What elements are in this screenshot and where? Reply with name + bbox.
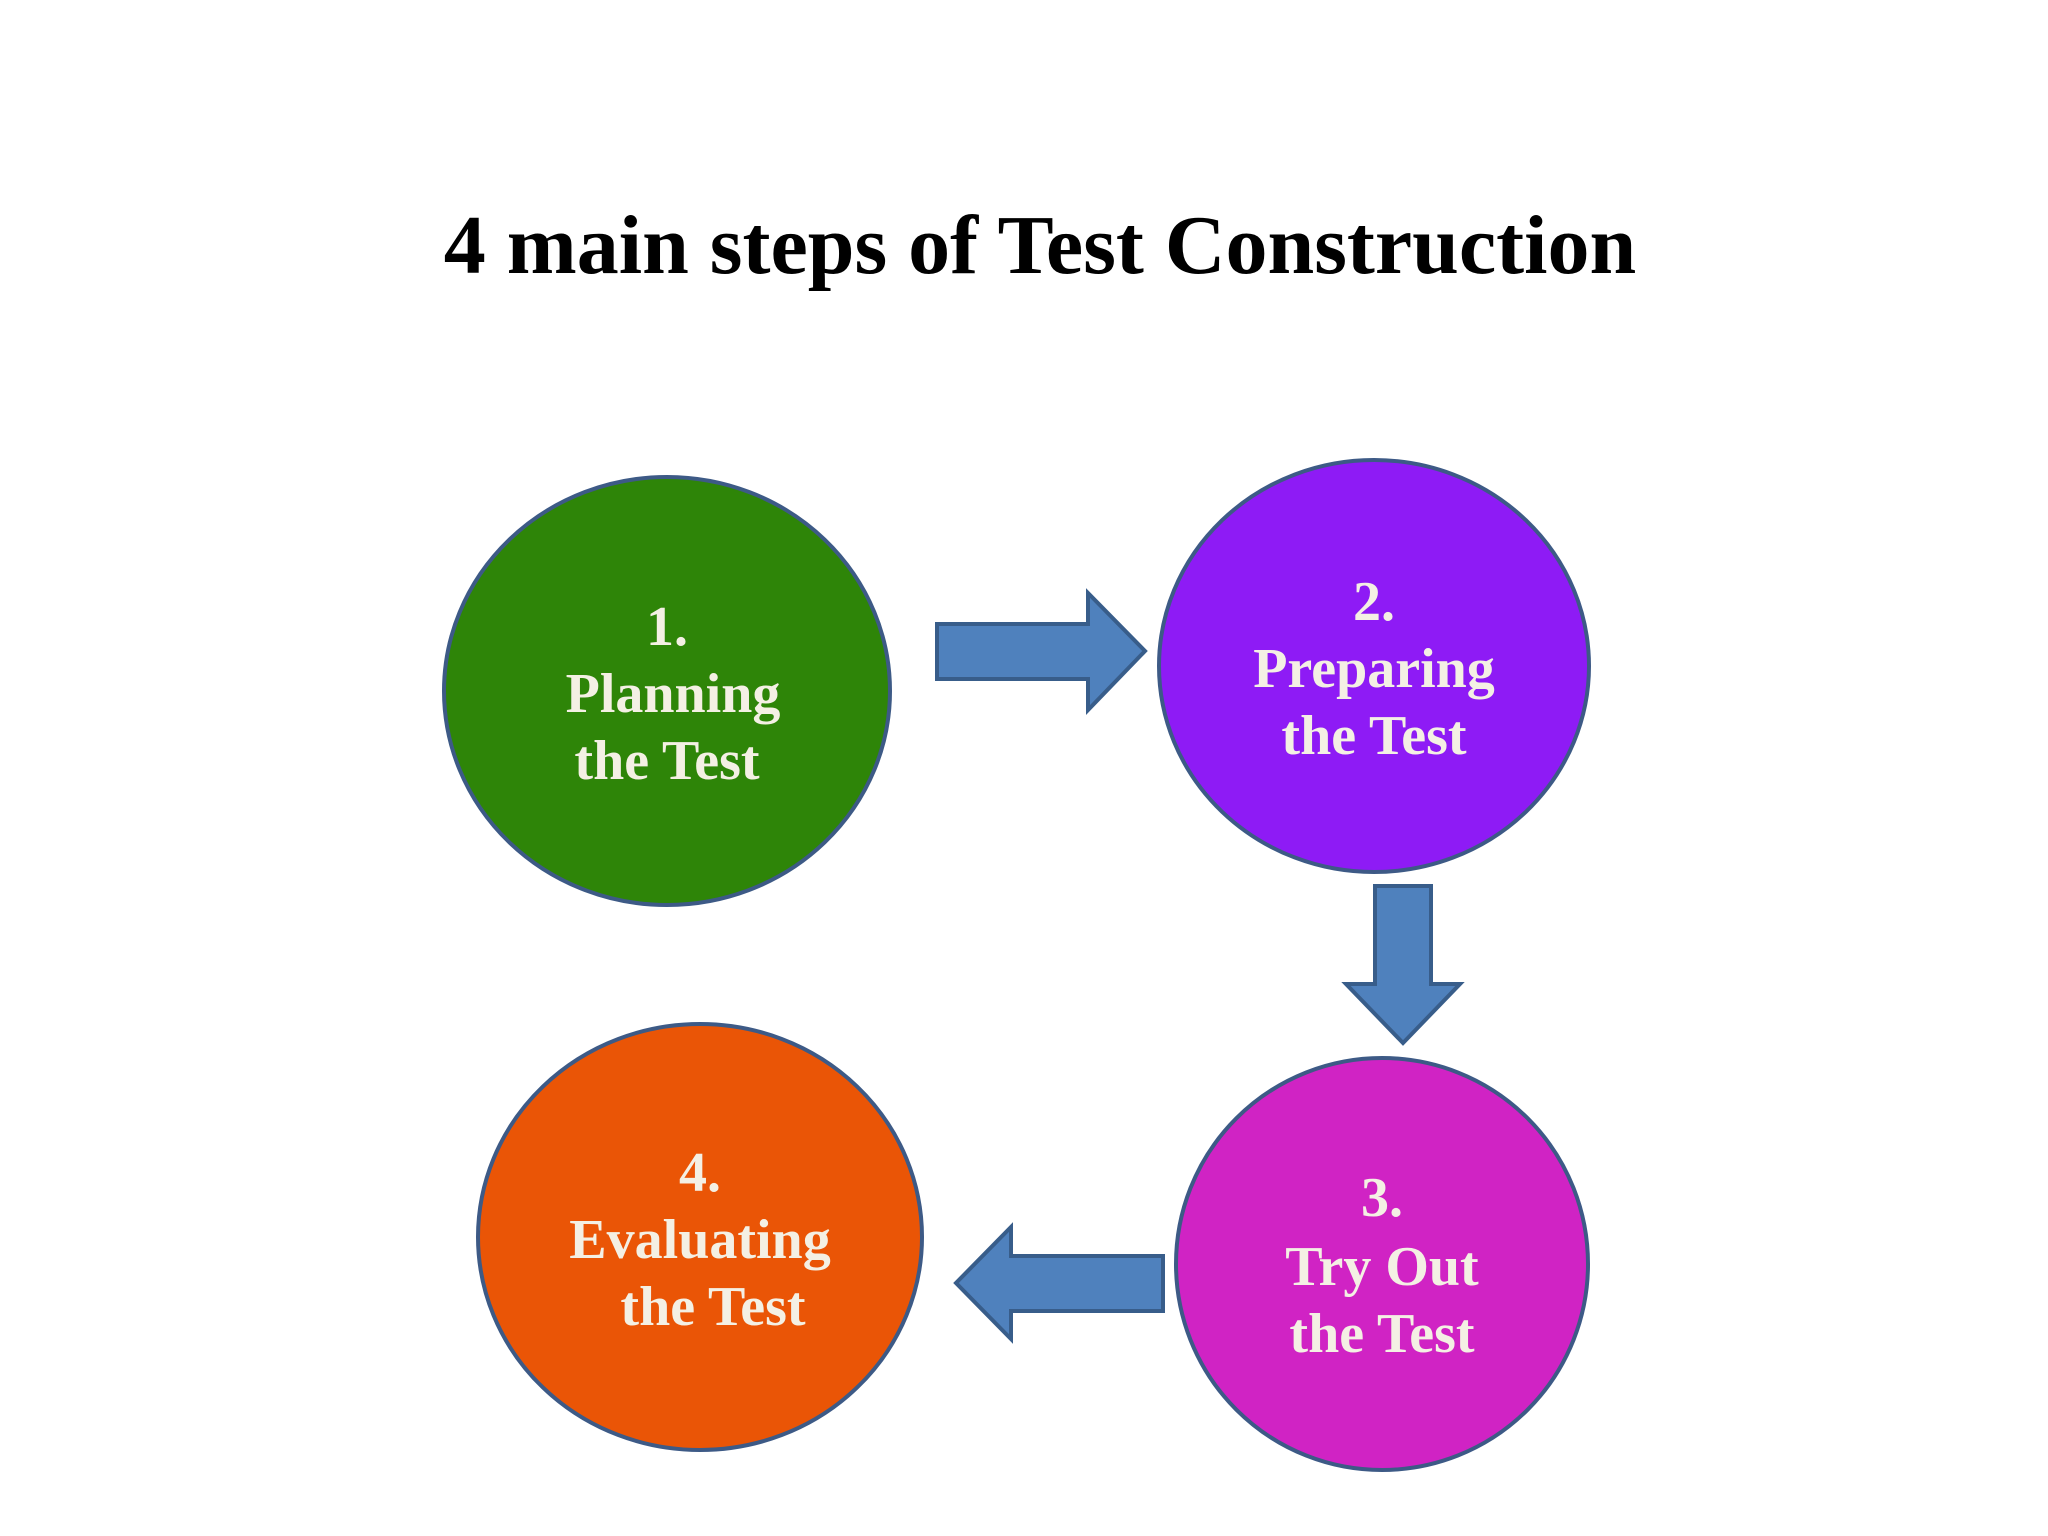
step-3-circle — [1174, 1056, 1590, 1472]
step-2-subtitle: the Test — [1281, 705, 1466, 767]
step-1-subtitle: the Test — [574, 730, 759, 792]
arrow-right — [935, 588, 1148, 715]
step-4-circle — [476, 1022, 924, 1452]
step-2-number: 2. — [1353, 571, 1395, 633]
step-1-circle — [442, 475, 892, 907]
step-4-title: Evaluating — [569, 1209, 830, 1271]
step-4-number: 4. — [679, 1142, 721, 1204]
arrow-down — [1341, 884, 1465, 1046]
step-3-title: Try Out — [1285, 1236, 1479, 1298]
step-3-subtitle: the Test — [1289, 1303, 1474, 1365]
step-1-number: 1. — [646, 596, 688, 658]
step-4-subtitle: the Test — [620, 1276, 805, 1338]
step-1-node: 1. Planning the Test — [442, 475, 892, 907]
arrow-left — [953, 1222, 1165, 1344]
step-2-circle — [1157, 458, 1591, 874]
step-3-number: 3. — [1361, 1167, 1403, 1229]
page-title: 4 main steps of Test Construction — [443, 199, 1637, 292]
step-2-title: Preparing — [1253, 638, 1495, 700]
step-1-title: Planning — [566, 663, 781, 725]
step-3-node: 3. Try Out the Test — [1174, 1056, 1590, 1472]
step-2-node: 2. Preparing the Test — [1157, 458, 1591, 874]
step-4-node: 4. Evaluating the Test — [476, 1022, 924, 1452]
